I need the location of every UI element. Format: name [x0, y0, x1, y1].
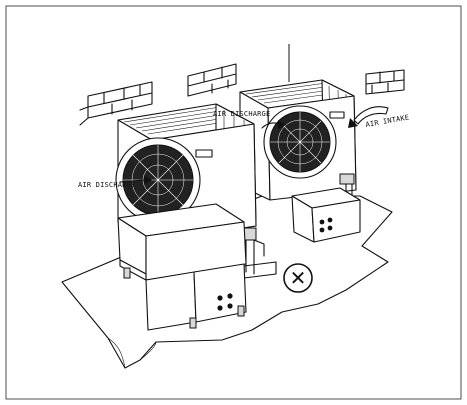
brick-wall-middle: [187, 63, 237, 97]
prohibition-mark: ✕: [290, 266, 307, 290]
prohibition-symbol: ✕: [283, 263, 313, 293]
outdoor-unit-front: [115, 103, 277, 331]
diagram-frame: [5, 5, 462, 400]
air-intake-arrow: [353, 106, 389, 125]
outdoor-unit-rear: [239, 79, 361, 243]
air-discharge-front-arrow: [119, 179, 145, 183]
label-air-discharge-front: AIR DISCHARGE: [78, 181, 135, 189]
airflow-arrows: [119, 106, 389, 184]
label-air-discharge-rear: AIR DISCHARGE: [213, 110, 270, 118]
label-air-intake: AIR INTAKE: [365, 113, 410, 129]
brick-wall-left: [79, 81, 153, 126]
ground-edge-detail: [107, 337, 157, 369]
brick-wall-right: [365, 69, 405, 95]
